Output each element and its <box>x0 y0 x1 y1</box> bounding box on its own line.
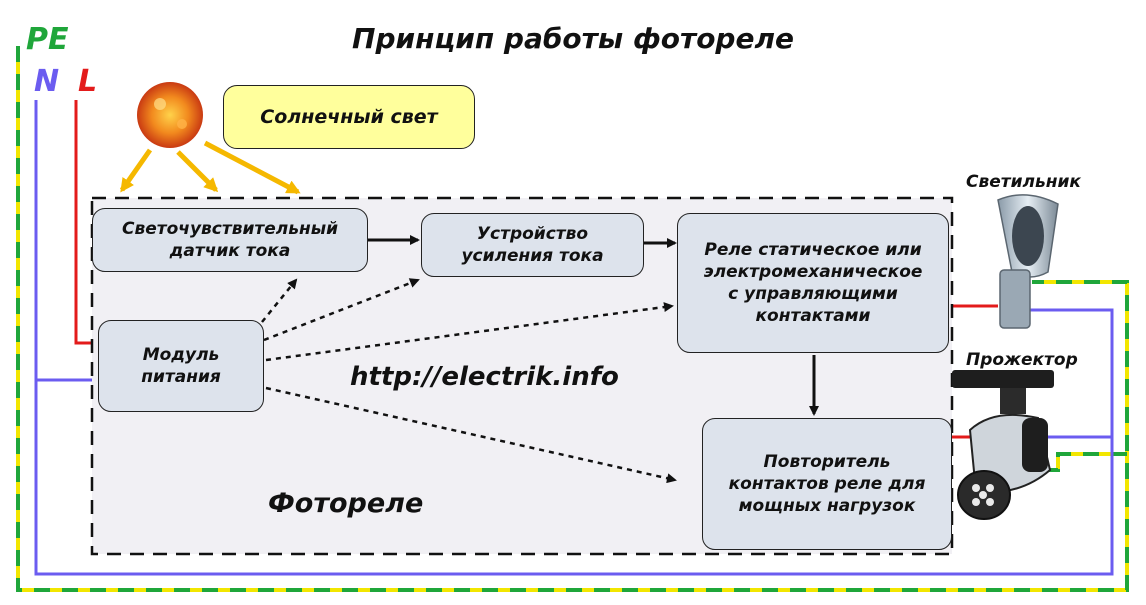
signal-arrows <box>368 235 819 416</box>
pe-label: PE <box>26 22 69 57</box>
sunlight-label: Солнечный свет <box>223 85 475 149</box>
light-sensor-block: Светочувствительный датчик тока <box>92 208 368 272</box>
power-module-block: Модуль питания <box>98 320 264 412</box>
current-amplifier-block: Устройство усиления тока <box>421 213 644 277</box>
projector-label: Прожектор <box>966 350 1078 370</box>
photorelay-label: Фотореле <box>268 488 424 519</box>
lamp-label: Светильник <box>966 172 1081 192</box>
neutral-wire <box>34 100 1114 576</box>
street-lamp-icon <box>997 194 1059 329</box>
diagram-title: Принцип работы фотореле <box>352 22 794 55</box>
sun-icon <box>137 82 203 148</box>
site-url: http://electrik.info <box>350 362 619 392</box>
power-arrows <box>261 278 677 484</box>
projector-icon <box>952 370 1054 520</box>
sunlight-arrows <box>119 140 301 195</box>
n-label: N <box>34 64 60 99</box>
relay-block: Реле статическое или электромеханическое… <box>677 213 949 353</box>
contact-repeater-block: Повторитель контактов реле для мощных на… <box>702 418 952 550</box>
l-label: L <box>78 64 98 99</box>
